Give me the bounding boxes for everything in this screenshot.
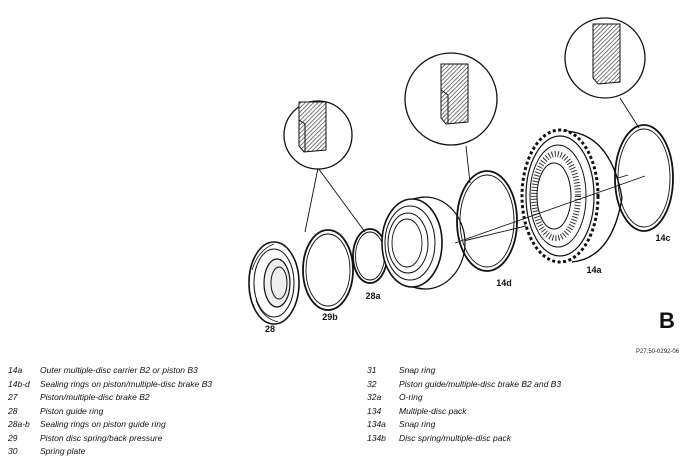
- legend-text: Piston/multiple-disc brake B2: [40, 392, 150, 402]
- legend-item: 14b-d Sealing rings on piston/multiple-di…: [8, 378, 212, 392]
- legend-item: 32a O-ring: [367, 391, 561, 405]
- legend-number: 134b: [367, 432, 386, 443]
- legend-number: 14b-d: [8, 378, 30, 389]
- label-28: 28: [265, 324, 275, 334]
- legend-text: Snap ring: [399, 419, 436, 429]
- legend-text: Sealing rings on piston/multiple-disc br…: [40, 378, 212, 389]
- legend-text: Piston guide/multiple-disc brake B2 and …: [399, 378, 562, 389]
- legend-item: 14a Outer multiple-disc carrier B2 or pis…: [8, 364, 212, 378]
- part-14a-disc-carrier: [520, 128, 623, 264]
- part-28-piston-guide-ring: [248, 241, 300, 325]
- assembly-axis: [454, 175, 646, 244]
- legend-left-column: 14a Outer multiple-disc carrier B2 or pis…: [8, 364, 212, 459]
- legend-item: 28 Piston guide ring: [8, 405, 212, 419]
- part-27-piston: [381, 196, 466, 290]
- legend-number: 28a-b: [8, 419, 30, 429]
- label-29b: 29b: [322, 312, 338, 322]
- label-14d: 14d: [496, 278, 512, 288]
- legend-text: Snap ring: [399, 365, 436, 375]
- legend-number: 134: [367, 405, 382, 416]
- legend-item: 27 Piston/multiple-disc brake B2: [8, 391, 212, 405]
- legend-number: 134a: [367, 419, 386, 429]
- legend-number: 27: [8, 392, 18, 402]
- detail-circle-left: [283, 100, 353, 170]
- legend-text: Sealing rings on piston guide ring: [40, 419, 166, 429]
- reference-code: P27.50-0292-06: [636, 349, 680, 355]
- legend-item: 134b Disc spring/multiple-disc pack: [367, 432, 561, 446]
- legend-text: Piston guide ring: [40, 405, 104, 416]
- legend-number: 32a: [367, 392, 382, 402]
- legend-number: 28: [8, 405, 18, 416]
- detail-circle-middle: [404, 52, 498, 146]
- legend-item: 32 Piston guide/multiple-disc brake B2 an…: [367, 378, 561, 392]
- legend-item: 28a-b Sealing rings on piston guide ring: [8, 418, 212, 432]
- legend-number: 29: [8, 432, 18, 443]
- detail-circle-right: [564, 17, 646, 99]
- part-14c-sealing-ring: [614, 124, 674, 232]
- legend-number: 32: [367, 378, 377, 389]
- exploded-view-diagram: 28 29b 28a 14d 14a 14c B: [248, 17, 675, 334]
- corner-letter: B: [659, 308, 675, 333]
- legend-item: 31 Snap ring: [367, 364, 561, 378]
- legend-item: 134a Snap ring: [367, 418, 561, 432]
- legend-text: Spring plate: [40, 446, 86, 456]
- legend-number: 31: [367, 365, 377, 375]
- legend-text: Piston disc spring/back pressure: [40, 432, 163, 443]
- legend-text: Disc spring/multiple-disc pack: [399, 432, 511, 443]
- legend-text: Multiple-disc pack: [399, 405, 467, 416]
- label-14a: 14a: [586, 265, 602, 275]
- legend-item: 30 Spring plate: [8, 445, 212, 459]
- label-28a: 28a: [365, 291, 381, 301]
- legend-text: O-ring: [399, 392, 423, 402]
- legend-number: 14a: [8, 365, 23, 375]
- legend-text: Outer multiple-disc carrier B2 or piston…: [40, 365, 198, 375]
- part-14d-sealing-ring: [456, 170, 518, 272]
- label-14c: 14c: [655, 233, 670, 243]
- legend-number: 30: [8, 446, 18, 456]
- part-29b-sealing-ring: [302, 229, 354, 311]
- legend-item: 29 Piston disc spring/back pressure: [8, 432, 212, 446]
- legend-item: 134 Multiple-disc pack: [367, 405, 561, 419]
